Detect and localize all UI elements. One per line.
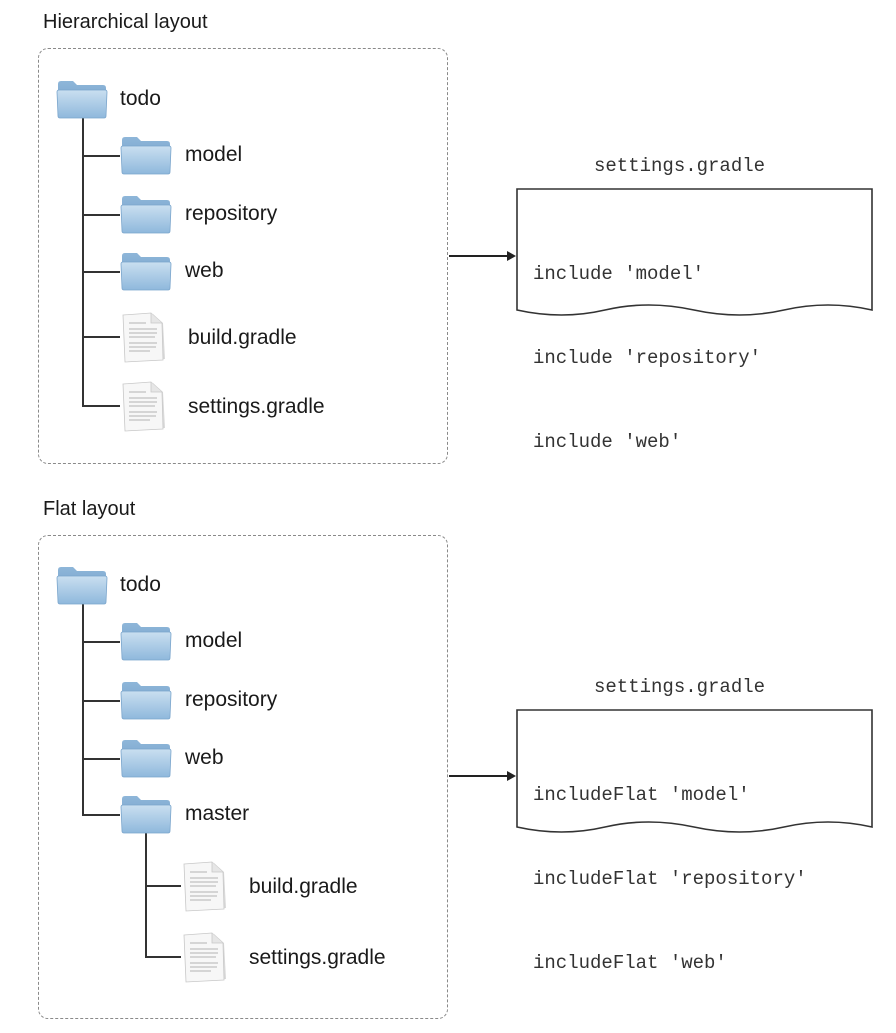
file-settings-gradle[interactable]: settings.gradle xyxy=(181,931,386,985)
code-block: include 'model' include 'repository' inc… xyxy=(533,204,761,512)
settings-code-card: include 'model' include 'repository' inc… xyxy=(516,188,873,453)
folder-repository[interactable]: repository xyxy=(120,193,277,235)
folder-icon xyxy=(120,737,172,779)
document-icon xyxy=(120,311,168,365)
arrow-head xyxy=(507,251,516,261)
folder-label: todo xyxy=(120,87,161,110)
folder-icon xyxy=(120,134,172,176)
root-folder-todo[interactable]: todo xyxy=(56,78,161,120)
file-build-gradle[interactable]: build.gradle xyxy=(181,860,358,914)
folder-label: web xyxy=(185,259,224,282)
tree-trunk-line xyxy=(82,601,84,816)
tree-branch-line xyxy=(82,336,120,338)
folder-model[interactable]: model xyxy=(120,134,242,176)
tree-branch-line xyxy=(82,641,120,643)
code-line: includeFlat 'repository' xyxy=(533,868,807,890)
folder-label: todo xyxy=(120,573,161,596)
folder-label: model xyxy=(185,143,243,166)
tree-branch-line xyxy=(82,814,120,816)
file-label: settings.gradle xyxy=(249,946,386,969)
folder-icon xyxy=(120,250,172,292)
tree-branch-line xyxy=(82,214,120,216)
folder-master[interactable]: master xyxy=(120,793,249,835)
tree-branch-line xyxy=(82,758,120,760)
tree-trunk-line xyxy=(145,832,147,958)
arrow-line xyxy=(449,255,509,257)
code-line: include 'web' xyxy=(533,431,682,453)
settings-file-title: settings.gradle xyxy=(594,676,766,698)
folder-label: web xyxy=(185,746,224,769)
hierarchical-layout-title: Hierarchical layout xyxy=(43,11,208,33)
document-icon xyxy=(181,931,229,985)
code-line: include 'repository' xyxy=(533,347,762,369)
code-line: includeFlat 'model' xyxy=(533,784,750,806)
folder-web[interactable]: web xyxy=(120,250,224,292)
document-icon xyxy=(120,380,168,434)
code-line: include 'model' xyxy=(533,263,705,285)
arrow-head xyxy=(507,771,516,781)
document-icon xyxy=(181,860,229,914)
folder-label: model xyxy=(185,629,243,652)
flat-layout-panel xyxy=(38,535,448,1019)
settings-file-title: settings.gradle xyxy=(594,155,766,177)
folder-icon xyxy=(120,193,172,235)
folder-icon xyxy=(120,793,172,835)
folder-icon xyxy=(120,620,172,662)
tree-branch-line xyxy=(82,155,120,157)
hierarchical-layout-panel xyxy=(38,48,448,464)
file-label: settings.gradle xyxy=(188,395,325,418)
tree-branch-line xyxy=(82,700,120,702)
file-settings-gradle[interactable]: settings.gradle xyxy=(120,380,325,434)
root-folder-todo[interactable]: todo xyxy=(56,564,161,606)
code-line: includeFlat 'web' xyxy=(533,952,727,974)
folder-label: repository xyxy=(185,202,278,225)
folder-icon xyxy=(120,679,172,721)
settings-code-card: includeFlat 'model' includeFlat 'reposit… xyxy=(516,709,873,974)
code-block: includeFlat 'model' includeFlat 'reposit… xyxy=(533,725,807,1033)
arrow-line xyxy=(449,775,509,777)
folder-label: master xyxy=(185,802,250,825)
folder-repository[interactable]: repository xyxy=(120,679,277,721)
folder-web[interactable]: web xyxy=(120,737,224,779)
file-label: build.gradle xyxy=(188,326,297,349)
folder-icon xyxy=(56,78,108,120)
tree-branch-line xyxy=(145,956,181,958)
file-build-gradle[interactable]: build.gradle xyxy=(120,311,297,365)
folder-label: repository xyxy=(185,688,278,711)
flat-layout-title: Flat layout xyxy=(43,498,136,520)
tree-trunk-line xyxy=(82,115,84,407)
tree-branch-line xyxy=(82,405,120,407)
file-label: build.gradle xyxy=(249,875,358,898)
tree-branch-line xyxy=(82,271,120,273)
folder-model[interactable]: model xyxy=(120,620,242,662)
tree-branch-line xyxy=(145,885,181,887)
folder-icon xyxy=(56,564,108,606)
